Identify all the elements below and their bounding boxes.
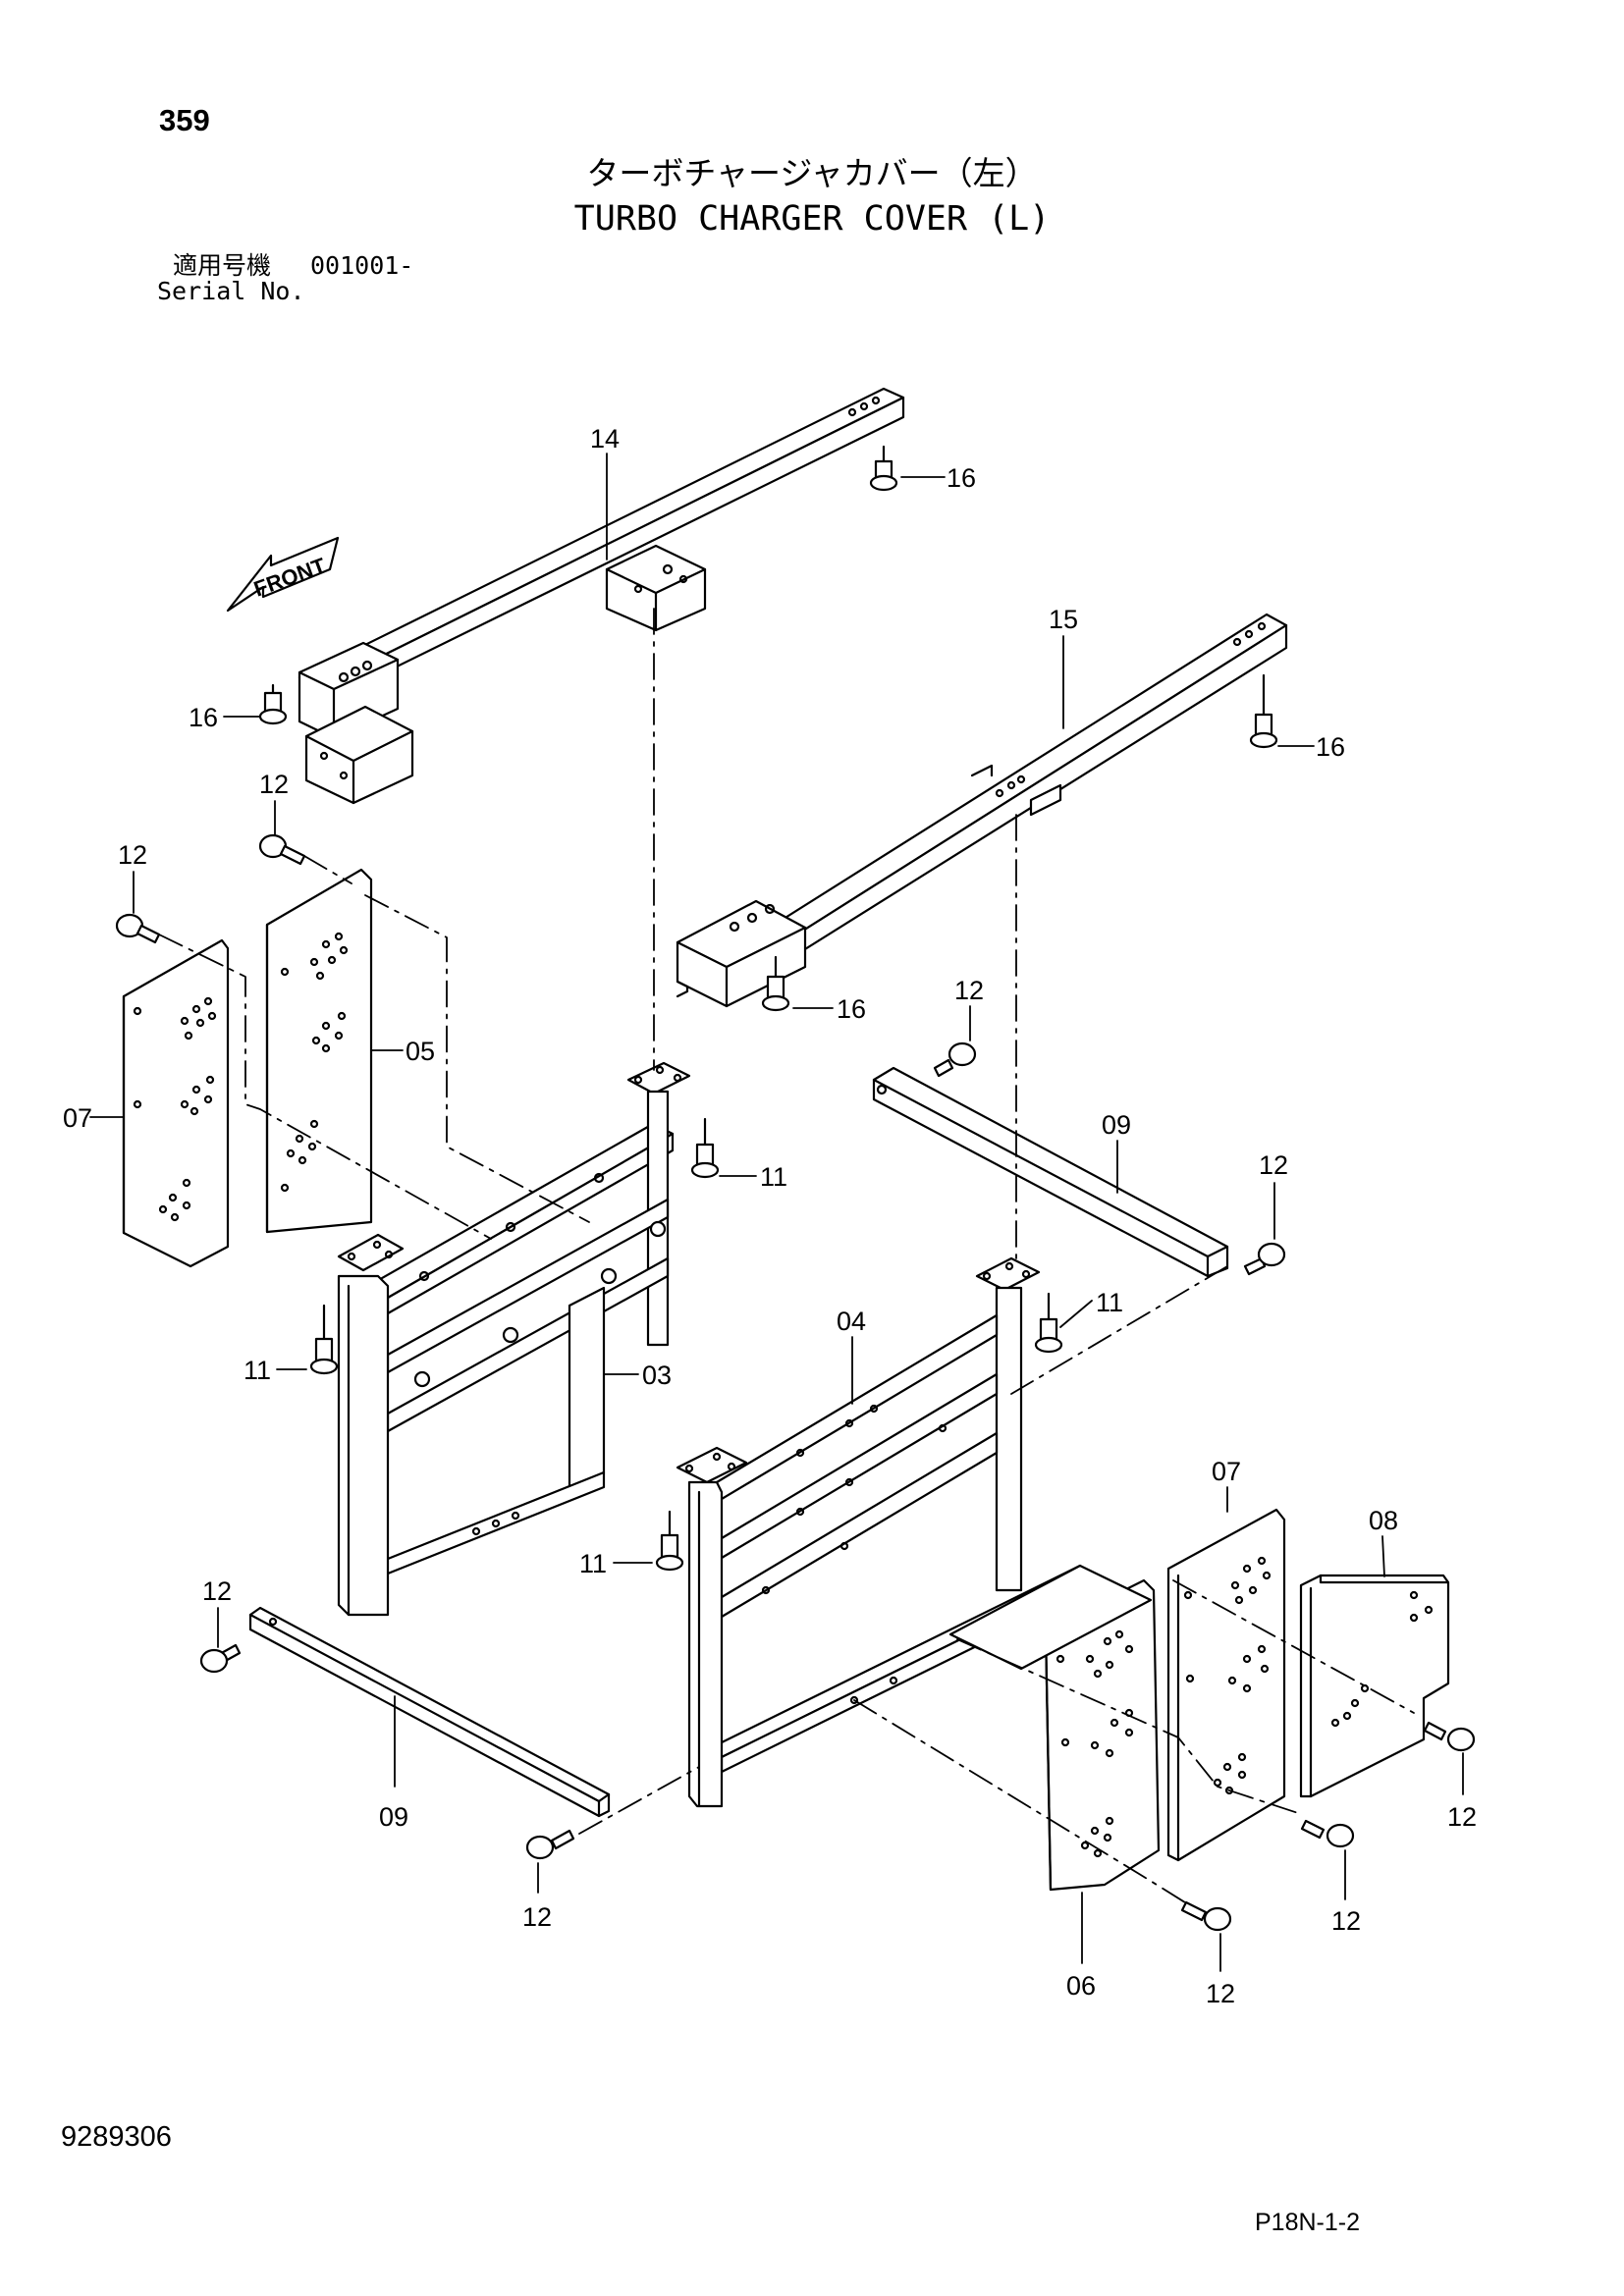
frame-04 (676, 1256, 1092, 1808)
callout-16-top-right: 16 (947, 463, 976, 493)
callout-12-panel-07-left: 12 (118, 840, 147, 870)
callout-numbers: 14 16 16 15 16 16 12 12 05 07 12 11 09 1… (63, 424, 1477, 2008)
serial-label-japanese: 適用号機 (173, 251, 272, 280)
callout-11-frame-03-rear: 11 (760, 1162, 787, 1192)
panel-07-right (1166, 1508, 1286, 1862)
bolt-16-upper-right (869, 445, 898, 492)
callout-12-part-08: 12 (1447, 1802, 1477, 1832)
bolt-11-frame-04-rear (1034, 1292, 1063, 1354)
callout-09-lower: 09 (379, 1802, 408, 1832)
assembly-dash-lines (158, 608, 1415, 1905)
serial-value: 001001- (310, 251, 414, 280)
bolt-16-right (1249, 673, 1278, 749)
bolt-12-part-09-lower-right (525, 1829, 575, 1860)
callout-11-frame-03-front: 11 (244, 1356, 271, 1385)
callout-12-panel-06: 12 (1206, 1979, 1235, 2008)
serial-label-english: Serial No. (157, 277, 305, 305)
callout-12-part-09-lower-left: 12 (202, 1576, 232, 1606)
panel-05 (265, 868, 373, 1234)
callout-16-right: 16 (1316, 732, 1345, 762)
callout-07-left: 07 (63, 1103, 92, 1133)
page-code: P18N-1-2 (1255, 2209, 1360, 2236)
callout-07-right: 07 (1212, 1457, 1241, 1486)
bolt-12-panel-05 (258, 833, 306, 866)
title-japanese: ターボチャージャカバー（左） (586, 154, 1038, 192)
callout-04: 04 (837, 1307, 866, 1336)
bolt-12-panel-06 (1180, 1900, 1232, 1932)
title-english: TURBO CHARGER COVER (L) (573, 199, 1051, 239)
bolt-12-part-09-upper (1243, 1242, 1286, 1276)
bolt-12-part-09-lower-left (199, 1643, 242, 1674)
part-15-bar (676, 613, 1288, 1008)
bolt-11-frame-03-rear (690, 1117, 720, 1179)
bolt-16-upper-left (258, 683, 288, 725)
callout-12-part-09-lower-right: 12 (522, 1902, 552, 1932)
part-09-upper (872, 1066, 1229, 1278)
callout-12-part-09-upper-left: 12 (954, 976, 984, 1005)
bolt-11-frame-03-front (309, 1304, 339, 1375)
bolt-12-part-09-upper-left (933, 1041, 977, 1078)
callout-05: 05 (406, 1037, 435, 1066)
front-arrow-icon: FRONT (226, 536, 340, 613)
callout-11-frame-04-rear: 11 (1096, 1288, 1123, 1317)
callout-09-upper: 09 (1102, 1110, 1131, 1140)
callout-12-panel-05: 12 (259, 770, 289, 799)
callout-08: 08 (1369, 1506, 1398, 1535)
callout-15: 15 (1049, 605, 1078, 634)
leader-lines (89, 453, 1464, 1972)
callout-16-lower: 16 (837, 994, 866, 1024)
bolt-11-frame-04-front (655, 1510, 684, 1572)
page-number: 359 (159, 103, 210, 137)
part-14-bar (298, 387, 905, 805)
callout-14: 14 (590, 424, 620, 454)
bolt-12-panel-07-right (1300, 1819, 1355, 1848)
callout-12-panel-07-right: 12 (1331, 1906, 1361, 1936)
bolt-12-part-08 (1423, 1721, 1476, 1752)
frame-03 (337, 1061, 691, 1617)
callout-06: 06 (1066, 1971, 1096, 2001)
part-08-bracket (1299, 1574, 1450, 1798)
callout-12-part-09-upper-right: 12 (1259, 1150, 1288, 1180)
panel-07-left (122, 938, 230, 1268)
document-number: 9289306 (61, 2121, 172, 2153)
callout-16-top-left: 16 (189, 703, 218, 732)
panel-06 (948, 1564, 1161, 1892)
part-09-lower (248, 1606, 611, 1818)
callout-03: 03 (642, 1361, 672, 1390)
bolt-12-panel-07 (115, 913, 161, 944)
callout-11-frame-04-front: 11 (579, 1549, 607, 1578)
bolt-16-lower (761, 955, 790, 1012)
